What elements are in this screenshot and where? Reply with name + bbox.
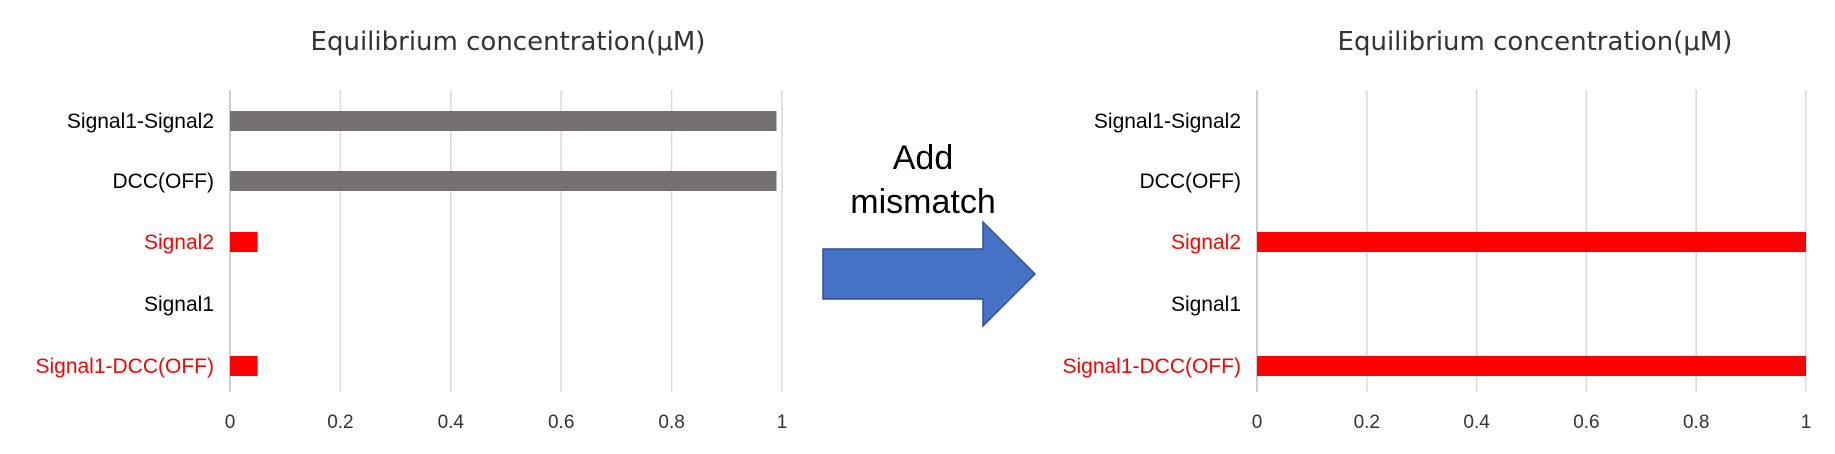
x-tick-label: 0.4 <box>1463 412 1490 433</box>
category-label: Signal1 <box>144 293 214 316</box>
bar <box>1257 232 1806 252</box>
category-label: Signal2 <box>144 231 214 254</box>
add-mismatch-arrow: Add mismatch <box>822 139 1037 328</box>
category-label: DCC(OFF) <box>113 170 214 193</box>
x-tick-label: 1 <box>777 412 788 433</box>
arrow-shape <box>822 220 1037 328</box>
bar <box>230 111 777 131</box>
x-tick-label: 0.2 <box>327 412 353 433</box>
arrow-label-line2: mismatch <box>850 183 995 221</box>
x-tick-label: 0.2 <box>1354 412 1380 433</box>
category-label: Signal1-Signal2 <box>1094 110 1241 133</box>
x-tick-label: 0 <box>225 412 236 433</box>
x-tick-label: 0 <box>1252 412 1263 433</box>
x-tick-label: 0.6 <box>548 412 574 433</box>
chart-title: Equilibrium concentration(μM) <box>311 27 706 57</box>
bar <box>230 356 258 376</box>
x-tick-label: 0.4 <box>438 412 465 433</box>
x-tick-label: 1 <box>1801 412 1812 433</box>
x-tick-label: 0.6 <box>1573 412 1599 433</box>
category-label: Signal1 <box>1171 293 1241 316</box>
bar <box>1257 356 1806 376</box>
x-tick-label: 0.8 <box>658 412 684 433</box>
category-label: Signal1-DCC(OFF) <box>35 355 214 378</box>
category-label: Signal1-Signal2 <box>67 110 214 133</box>
chart-title: Equilibrium concentration(μM) <box>1338 27 1733 57</box>
x-tick-label: 0.8 <box>1683 412 1709 433</box>
bar <box>230 171 777 191</box>
chart-right: Equilibrium concentration(μM) 0 0.2 0.4 0.6 0… <box>1062 27 1811 433</box>
category-label: Signal1-DCC(OFF) <box>1062 355 1241 378</box>
chart-left: Equilibrium concentration(μM) 0 0.2 0.4 0.6 0… <box>35 27 787 433</box>
category-label: Signal2 <box>1171 231 1241 254</box>
category-label: DCC(OFF) <box>1140 170 1241 193</box>
arrow-label-line1: Add <box>893 139 954 177</box>
bar <box>230 232 258 252</box>
